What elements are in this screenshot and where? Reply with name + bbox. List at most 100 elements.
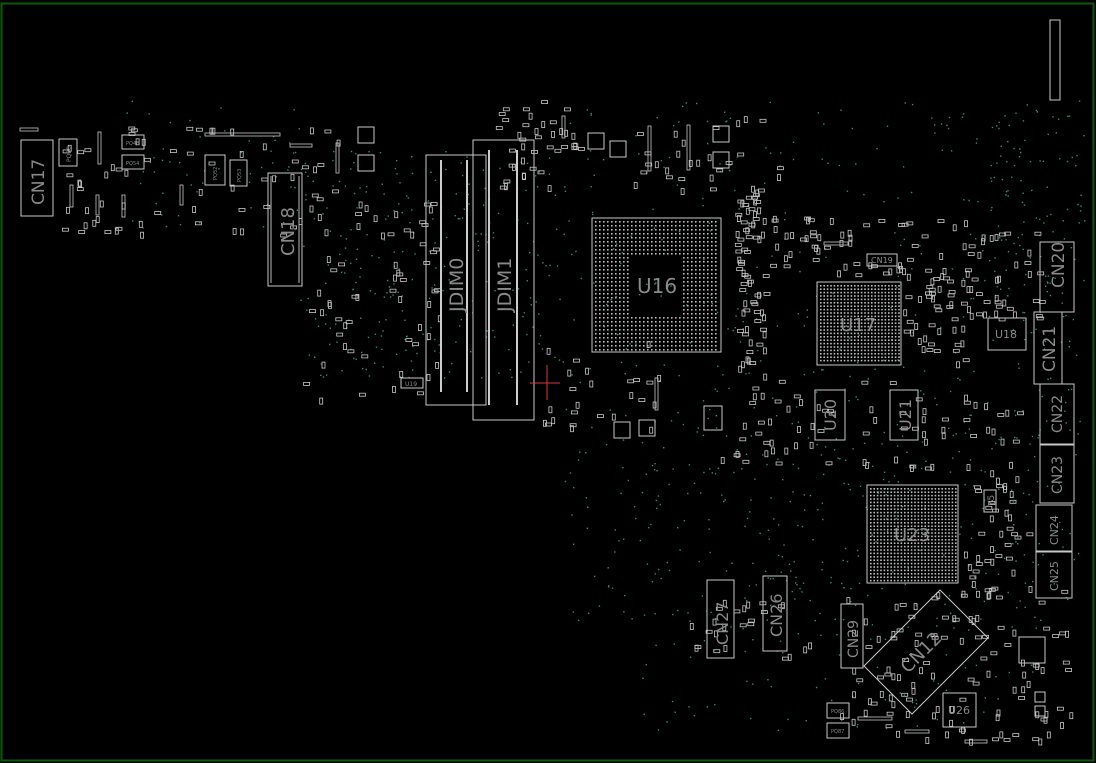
component-pq48[interactable]: PQ48 [121,134,145,150]
bga-ball [884,356,887,358]
via [1067,115,1069,118]
connector-cn25[interactable]: CN25 [1035,551,1073,599]
chip-u23[interactable]: U23 [866,484,959,584]
via [589,150,592,152]
passive-component [968,244,976,249]
via [1049,282,1051,284]
chip-u18[interactable]: U18 [987,317,1027,351]
passive-component [230,128,235,136]
via [525,269,527,271]
passive-component [1022,671,1027,679]
via [809,599,811,602]
component-pq52[interactable]: PQ52 [204,154,226,186]
connector-cn23[interactable]: CN23 [1039,444,1075,504]
bga-ball [699,325,701,327]
chip-u17[interactable]: U17 [816,281,902,366]
bga-ball [623,305,625,307]
connector-cn18[interactable]: CN18 [267,172,303,287]
passive-component [741,247,749,252]
bga-ball [948,549,950,551]
bga-ball [671,329,673,331]
via [977,200,979,203]
via [915,604,917,606]
bga-ball [607,309,609,311]
bga-ball [931,549,933,551]
bga-ball [944,515,947,517]
bga-ball [883,566,886,568]
bga-ball [873,559,875,561]
passive-component [906,319,914,324]
passive-component [712,618,717,626]
passive-component [793,394,801,399]
bga-ball [631,249,633,251]
bga-ball [854,353,856,355]
passive-component [751,185,755,193]
passive-component [886,666,891,674]
via [1012,543,1014,545]
connector-cn26[interactable]: CN26 [762,575,788,652]
bga-ball [864,288,866,290]
via [639,294,641,296]
dimm-slot-jdim0[interactable]: JDIM0 [425,154,487,406]
via [998,127,1000,130]
passive-component [335,317,343,322]
connector-cn27[interactable]: CN27 [706,579,735,659]
bga-ball [927,508,930,510]
bga-ball [951,511,954,514]
dimm-slot-jdim1[interactable]: JDIM1 [472,139,535,421]
via [635,343,637,345]
bga-ball [874,322,876,324]
chip-u20[interactable]: U20 [814,389,846,441]
bga-ball [843,346,846,348]
passive-component [816,404,821,412]
connector-cn29[interactable]: CN29 [840,603,864,669]
bga-ball [850,308,853,311]
bga-ball [847,295,849,297]
connector-cn17[interactable]: CN17 [20,139,54,217]
passive-component [897,674,901,682]
chip-u16[interactable]: U16 [591,217,722,353]
bga-ball [890,494,892,497]
bga-ball [854,285,856,287]
component-pq86[interactable]: PQ86 [826,702,850,719]
bga-ball [888,332,890,335]
passive-component [976,312,983,317]
via [367,336,370,339]
bga-ball [941,528,943,531]
bga-ball [627,221,629,223]
crystal-y5[interactable]: Y5 [983,489,997,513]
bga-ball [691,297,693,299]
component-u19[interactable]: U19 [400,377,424,389]
bga-ball [607,297,609,299]
component-pq53[interactable]: PQ53 [229,159,248,187]
via [851,127,854,130]
component-pq87[interactable]: PQ87 [826,722,850,739]
via [974,576,976,578]
passive-component [808,642,812,650]
bga-ball [599,345,601,347]
bga-ball [884,336,887,338]
bga-ball [826,312,829,314]
component-pq54[interactable]: PQ54 [121,154,145,170]
via [294,187,296,189]
via [475,233,477,235]
bga-ball [881,329,883,331]
bga-ball [921,498,923,500]
passive-component [784,447,789,455]
connector-top-right[interactable] [1049,19,1061,101]
chip-u-small-br[interactable] [1018,636,1046,664]
cn27-label: CN27 [713,602,732,646]
chip-u21[interactable]: U21 [889,389,919,441]
connector-cn22[interactable]: CN22 [1039,383,1075,445]
bga-ball [695,269,697,271]
bga-ball [599,285,601,287]
via [1007,190,1009,192]
bga-ball [699,329,701,331]
via [964,432,967,434]
component-pq20[interactable]: PQ20 [58,138,78,167]
connector-cn24[interactable]: CN24 [1035,504,1073,552]
connector-cn19[interactable]: CN19 [866,253,898,267]
bga-ball [830,342,832,345]
chip-u26[interactable]: U26 [942,692,977,728]
via [288,166,290,168]
